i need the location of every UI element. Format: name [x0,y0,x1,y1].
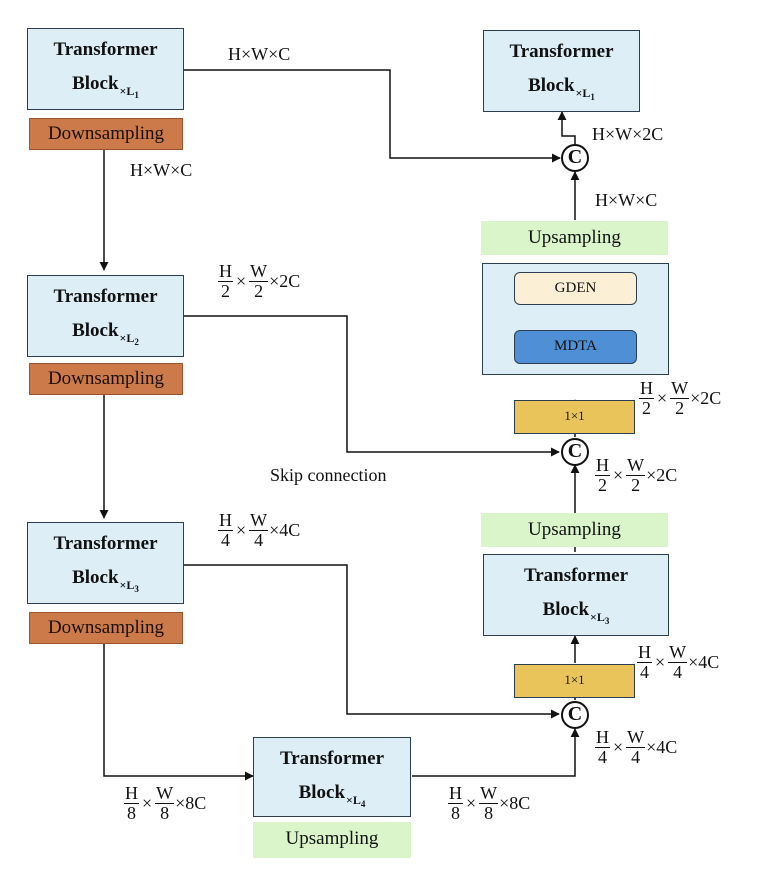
upsampling-middle: Upsampling [481,513,668,547]
concat-middle: C [561,438,589,466]
block-title: Transformer [53,533,158,554]
block-title: Transformer [53,286,158,307]
mdta-block: MDTA [514,330,637,364]
block-title: Transformer [523,565,629,586]
concat-bottom: C [561,701,589,729]
upsampling-top: Upsampling [481,221,668,255]
transformer-block-l1-decoder: Transformer Block×L1 [483,30,640,112]
block-title: Transformer [279,748,385,769]
dim-hwc-skip1: H×W×C [228,44,291,64]
conv-1x1-lower: 1×1 [514,664,635,698]
transformer-block-l4: Transformer Block×L4 [253,737,411,817]
block-title: Transformer [53,39,158,60]
transformer-block-l2-encoder: Transformer Block×L2 [27,275,184,357]
block-label: Block×L3 [542,599,610,626]
dim-hwc-right: H×W×C [595,190,658,210]
block-label: Block×L2 [72,320,139,347]
gden-block: GDEN [514,272,637,305]
conv-1x1-upper: 1×1 [514,400,635,434]
dim-hwc-left: H×W×C [130,160,193,180]
downsampling-2: Downsampling [29,363,183,395]
downsampling-3: Downsampling [29,612,183,644]
skip-connection-label: Skip connection [270,465,387,485]
transformer-block-l3-encoder: Transformer Block×L3 [27,522,184,604]
upsampling-bottom: Upsampling [253,822,411,858]
block-label: Block×L4 [298,782,366,809]
transformer-block-l3-decoder: Transformer Block×L3 [483,554,669,636]
dim-hw2c: H×W×2C [592,124,664,144]
transformer-block-l1-encoder: Transformer Block×L1 [27,28,184,110]
downsampling-1: Downsampling [29,118,183,150]
concat-top: C [561,144,589,172]
block-title: Transformer [509,41,614,62]
block-label: Block×L3 [72,567,139,594]
block-label: Block×L1 [528,75,595,102]
block-label: Block×L1 [72,73,139,100]
